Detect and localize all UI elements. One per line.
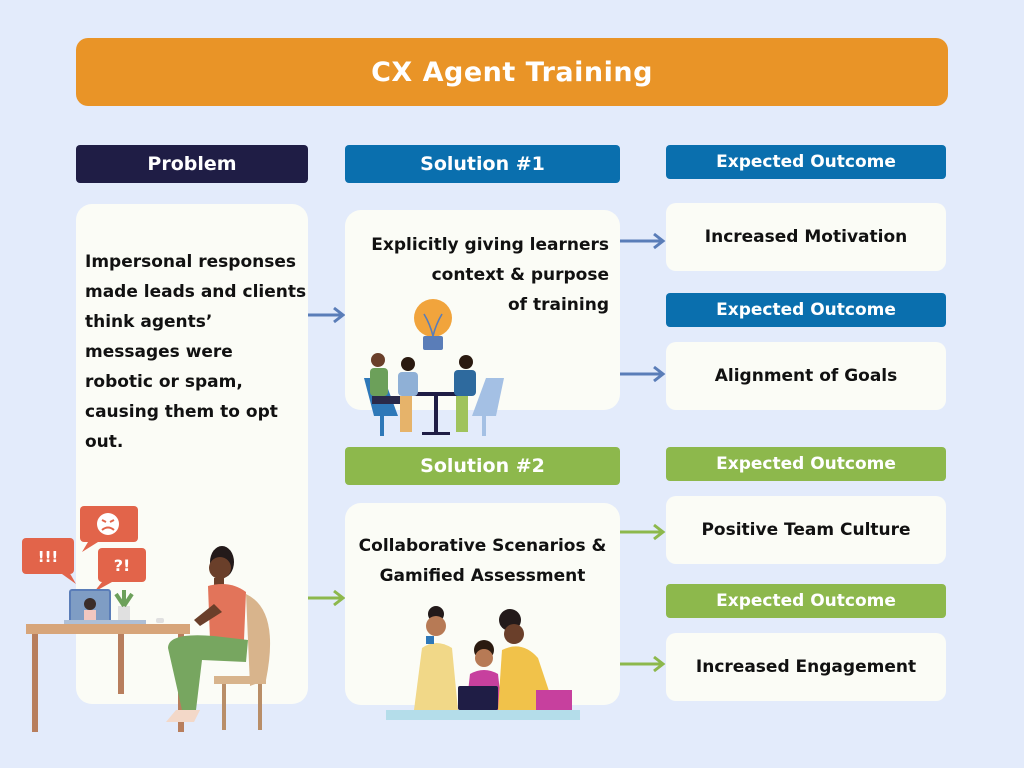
team-at-laptop-illustration bbox=[386, 600, 582, 722]
solution1-header: Solution #1 bbox=[345, 145, 620, 183]
problem-header: Problem bbox=[76, 145, 308, 183]
outcome-alignment-of-goals: Alignment of Goals bbox=[666, 342, 946, 410]
solution1-line: context & purpose bbox=[371, 260, 609, 290]
woman-at-desk-illustration: !!! ?! bbox=[18, 500, 288, 740]
outcome-header-1: Expected Outcome bbox=[666, 145, 946, 179]
solution1-line: Explicitly giving learners bbox=[371, 230, 609, 260]
bubble-text: ?! bbox=[114, 556, 131, 575]
problem-line: think agents’ bbox=[85, 307, 306, 337]
bubble-text: !!! bbox=[38, 548, 59, 566]
laptop-icon bbox=[64, 590, 146, 624]
angry-face-icon bbox=[80, 506, 138, 552]
arrow-problem-to-solution2 bbox=[308, 588, 348, 608]
problem-line: made leads and clients bbox=[85, 277, 306, 307]
outcome-positive-team-culture: Positive Team Culture bbox=[666, 496, 946, 564]
meeting-table-illustration bbox=[360, 296, 520, 438]
solution2-line: Collaborative Scenarios & bbox=[345, 531, 620, 561]
problem-text: Impersonal responses made leads and clie… bbox=[85, 247, 306, 457]
arrow-solution2-to-outcome4 bbox=[620, 654, 668, 674]
outcome-header-4: Expected Outcome bbox=[666, 584, 946, 618]
arrow-problem-to-solution1 bbox=[308, 305, 348, 325]
problem-line: messages were bbox=[85, 337, 306, 367]
outcome-header-3: Expected Outcome bbox=[666, 447, 946, 481]
outcome-header-2: Expected Outcome bbox=[666, 293, 946, 327]
arrow-solution1-to-outcome1 bbox=[620, 231, 668, 251]
solution2-line: Gamified Assessment bbox=[345, 561, 620, 591]
problem-line: causing them to opt bbox=[85, 397, 306, 427]
outcome-increased-engagement: Increased Engagement bbox=[666, 633, 946, 701]
plant-icon bbox=[116, 590, 132, 620]
page-title: CX Agent Training bbox=[76, 38, 948, 106]
arrow-solution1-to-outcome2 bbox=[620, 364, 668, 384]
outcome-increased-motivation: Increased Motivation bbox=[666, 203, 946, 271]
problem-line: robotic or spam, bbox=[85, 367, 306, 397]
solution2-header: Solution #2 bbox=[345, 447, 620, 485]
solution2-text: Collaborative Scenarios & Gamified Asses… bbox=[345, 531, 620, 591]
speech-bubble-exclaim: !!! bbox=[22, 538, 76, 584]
speech-bubble-question: ?! bbox=[94, 548, 146, 592]
lightbulb-icon bbox=[414, 299, 452, 350]
arrow-solution2-to-outcome3 bbox=[620, 522, 668, 542]
problem-line: out. bbox=[85, 427, 306, 457]
problem-line: Impersonal responses bbox=[85, 247, 306, 277]
